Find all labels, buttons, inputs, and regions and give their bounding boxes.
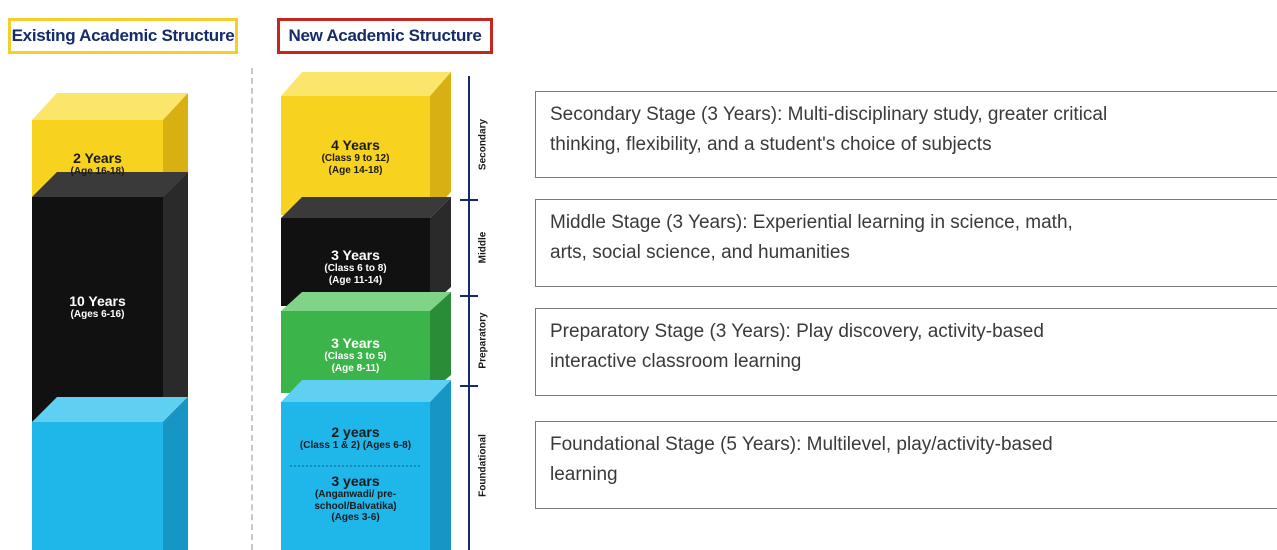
description-secondary: Secondary Stage (3 Years): Multi-discipl… xyxy=(535,91,1277,178)
description-foundational: Foundational Stage (5 Years): Multilevel… xyxy=(535,421,1277,509)
existing-block-2-years-text: 2 Years (Age 16-18) xyxy=(70,150,125,178)
new-block-foundational xyxy=(281,380,451,550)
new-block-3-years-middle-text: 3 Years (Class 6 to 8) (Age 11-14) xyxy=(324,247,387,286)
existing-block-10-years-text: 10 Years (Ages 6-16) xyxy=(69,293,126,321)
stage-timeline xyxy=(460,76,478,550)
new-structure-header: New Academic Structure xyxy=(277,18,493,54)
existing-structure-header: Existing Academic Structure xyxy=(8,18,238,54)
existing-block-blue xyxy=(32,397,188,550)
new-block-4-years xyxy=(281,72,451,215)
new-block-2-years-foundational-text: 2 years (Class 1 & 2) (Ages 6-8) xyxy=(299,424,412,452)
stage-label-secondary: Secondary xyxy=(477,118,489,171)
structure-divider xyxy=(251,68,253,550)
stage-label-preparatory: Preparatory xyxy=(477,312,489,369)
new-block-3-years-preparatory-text: 3 Years (Class 3 to 5) (Age 8-11) xyxy=(324,335,387,374)
description-preparatory: Preparatory Stage (3 Years): Play discov… xyxy=(535,308,1277,396)
stage-label-foundational: Foundational xyxy=(477,434,489,497)
description-middle: Middle Stage (3 Years): Experiential lea… xyxy=(535,199,1277,287)
existing-block-10-years xyxy=(32,172,188,422)
new-block-3-years-preparatory xyxy=(281,292,451,393)
new-block-4-years-text: 4 Years (Class 9 to 12) (Age 14-18) xyxy=(321,137,390,176)
new-block-3-years-foundational-text: 3 years (Anganwadi/ pre- school/Balvatik… xyxy=(314,473,397,524)
stage-label-middle: Middle xyxy=(477,231,489,264)
new-block-3-years-middle xyxy=(281,197,451,306)
